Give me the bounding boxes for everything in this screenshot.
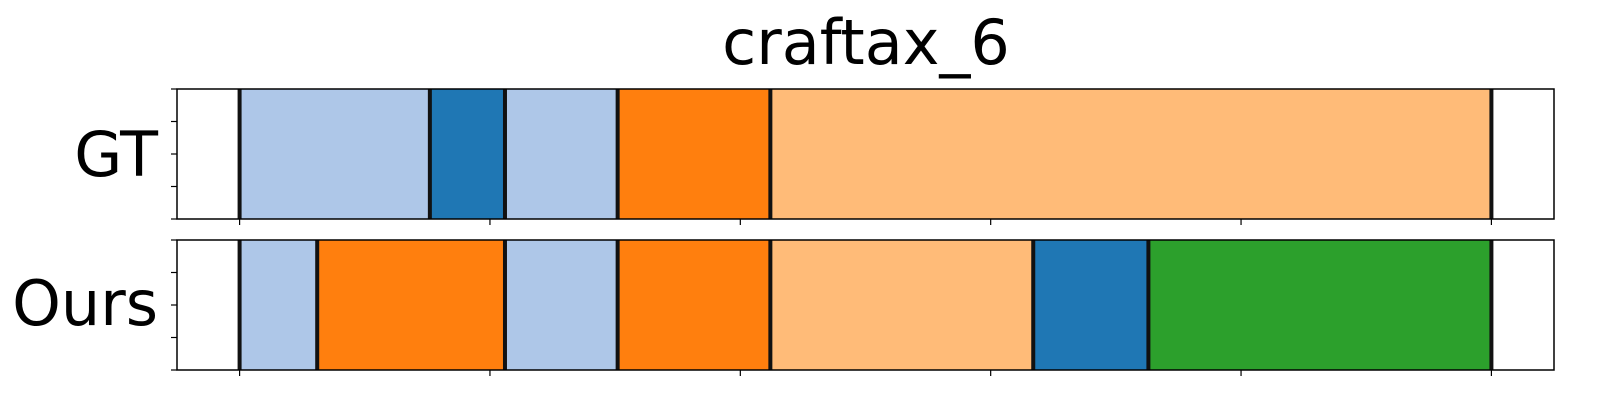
row-gt: GT bbox=[74, 88, 1555, 225]
row-label-ours: Ours bbox=[12, 267, 158, 340]
row-label-gt: GT bbox=[74, 118, 159, 191]
segment-2 bbox=[317, 240, 505, 370]
segment-3 bbox=[504, 240, 618, 370]
segment-4 bbox=[617, 89, 771, 219]
segment-4 bbox=[617, 240, 771, 370]
segment-5 bbox=[770, 89, 1492, 219]
segment-1 bbox=[239, 240, 318, 370]
segment-2 bbox=[429, 89, 505, 219]
segment-6 bbox=[1033, 240, 1149, 370]
chart-title: craftax_6 bbox=[722, 6, 1010, 79]
segment-1 bbox=[239, 89, 430, 219]
segment-3 bbox=[504, 89, 618, 219]
segment-5 bbox=[770, 240, 1034, 370]
chart-rows: GT Ours bbox=[12, 88, 1555, 376]
row-ours: Ours bbox=[12, 239, 1555, 376]
segment-7 bbox=[1148, 240, 1492, 370]
